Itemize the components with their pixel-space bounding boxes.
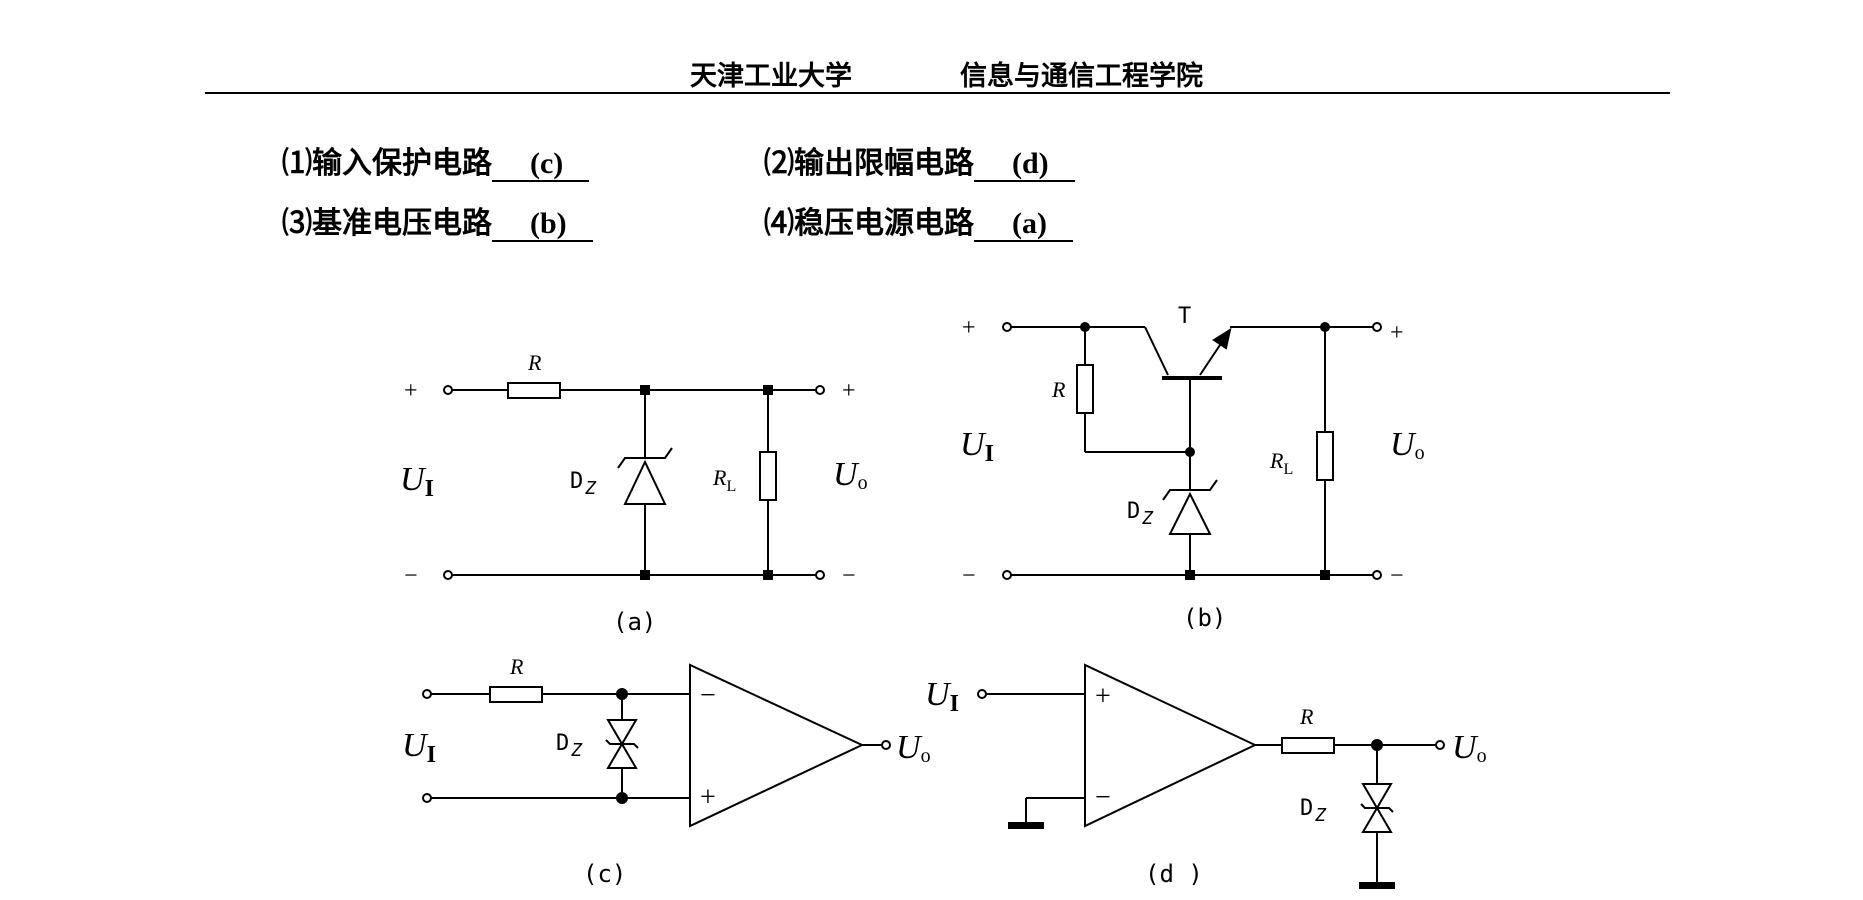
- terminal-in-minus: [1002, 570, 1012, 580]
- b-caption: (b): [1183, 604, 1226, 632]
- c-uo-label: Uo: [896, 729, 931, 767]
- d-caption: (d ): [1145, 860, 1203, 888]
- a-out-minus: −: [842, 563, 856, 589]
- circuit-c: [422, 663, 891, 828]
- d-noninv-sign: +: [1095, 681, 1111, 712]
- a-rl-label: RL: [712, 465, 736, 495]
- b-out-minus: −: [1390, 563, 1404, 589]
- a-in-plus: +: [404, 378, 418, 404]
- b-in-plus: +: [962, 315, 976, 341]
- circuit-b: [1002, 322, 1382, 580]
- a-in-minus: −: [404, 563, 418, 589]
- circuit-d: [977, 663, 1445, 889]
- answer-2-value: (d): [974, 148, 1075, 182]
- double-zener-dz: [605, 719, 639, 769]
- terminal-out-plus: [1372, 322, 1382, 332]
- header-university: 天津工业大学: [690, 61, 852, 92]
- resistor-r: [489, 686, 543, 703]
- terminal-out-minus: [1372, 570, 1382, 580]
- op-amp: [1084, 663, 1258, 828]
- terminal-in-bottom: [422, 793, 432, 803]
- op-amp: [689, 663, 865, 828]
- terminal-in-plus: [1002, 322, 1012, 332]
- b-uo-label: Uo: [1390, 426, 1425, 464]
- terminal-out-minus: [815, 570, 825, 580]
- d-uo-label: Uo: [1452, 729, 1487, 767]
- terminal-in-top: [422, 689, 432, 699]
- b-rl-label: RL: [1269, 448, 1293, 478]
- answer-1-value: (c): [492, 148, 590, 182]
- terminal-out: [1435, 740, 1445, 750]
- terminal-out: [881, 740, 891, 750]
- a-uo-label: Uo: [833, 456, 868, 494]
- resistor-rl: [1316, 431, 1334, 481]
- d-ui-label: UI: [925, 676, 959, 717]
- b-t-label: T: [1178, 304, 1191, 329]
- a-r-label: R: [527, 350, 542, 375]
- terminal-in: [977, 689, 987, 699]
- transistor-t: [1144, 326, 1232, 380]
- answer-2: ⑵输出限幅电路(d): [764, 138, 1075, 182]
- ground-left: [1008, 822, 1044, 829]
- b-r-label: R: [1051, 377, 1066, 402]
- d-inv-sign: −: [1095, 782, 1111, 813]
- a-ui-label: UI: [400, 461, 434, 502]
- double-zener-dz: [1360, 783, 1394, 833]
- page-header: 天津工业大学 信息与通信工程学院: [205, 40, 1670, 94]
- b-out-plus: +: [1390, 320, 1404, 346]
- ground-right: [1359, 882, 1395, 889]
- c-caption: (c): [583, 860, 626, 888]
- terminal-out-plus: [815, 385, 825, 395]
- resistor-r: [507, 382, 561, 399]
- resistor-rl: [759, 451, 777, 501]
- answer-2-label: ⑵输出限幅电路: [764, 146, 974, 181]
- answer-3-value: (b): [492, 208, 593, 242]
- answer-3-label: ⑶基准电压电路: [282, 206, 492, 241]
- answer-4-value: (a): [974, 208, 1073, 242]
- answer-3: ⑶基准电压电路(b): [282, 198, 593, 242]
- resistor-r: [1281, 737, 1335, 754]
- c-noninv-sign: +: [700, 782, 716, 813]
- answer-4: ⑷稳压电源电路(a): [764, 198, 1073, 242]
- a-caption: (a): [613, 608, 656, 636]
- c-ui-label: UI: [402, 727, 436, 768]
- terminal-in-minus: [443, 570, 453, 580]
- header-school: 信息与通信工程学院: [960, 61, 1203, 92]
- b-in-minus: −: [962, 563, 976, 589]
- c-inv-sign: −: [700, 680, 716, 711]
- terminal-in-plus: [443, 385, 453, 395]
- d-r-label: R: [1299, 704, 1314, 729]
- resistor-r: [1076, 364, 1094, 414]
- answer-1-label: ⑴输入保护电路: [282, 146, 492, 181]
- b-ui-label: UI: [960, 426, 994, 467]
- c-r-label: R: [509, 654, 524, 679]
- answer-4-label: ⑷稳压电源电路: [764, 206, 974, 241]
- answer-1: ⑴输入保护电路(c): [282, 138, 590, 182]
- circuit-a: [443, 382, 825, 580]
- a-out-plus: +: [842, 378, 856, 404]
